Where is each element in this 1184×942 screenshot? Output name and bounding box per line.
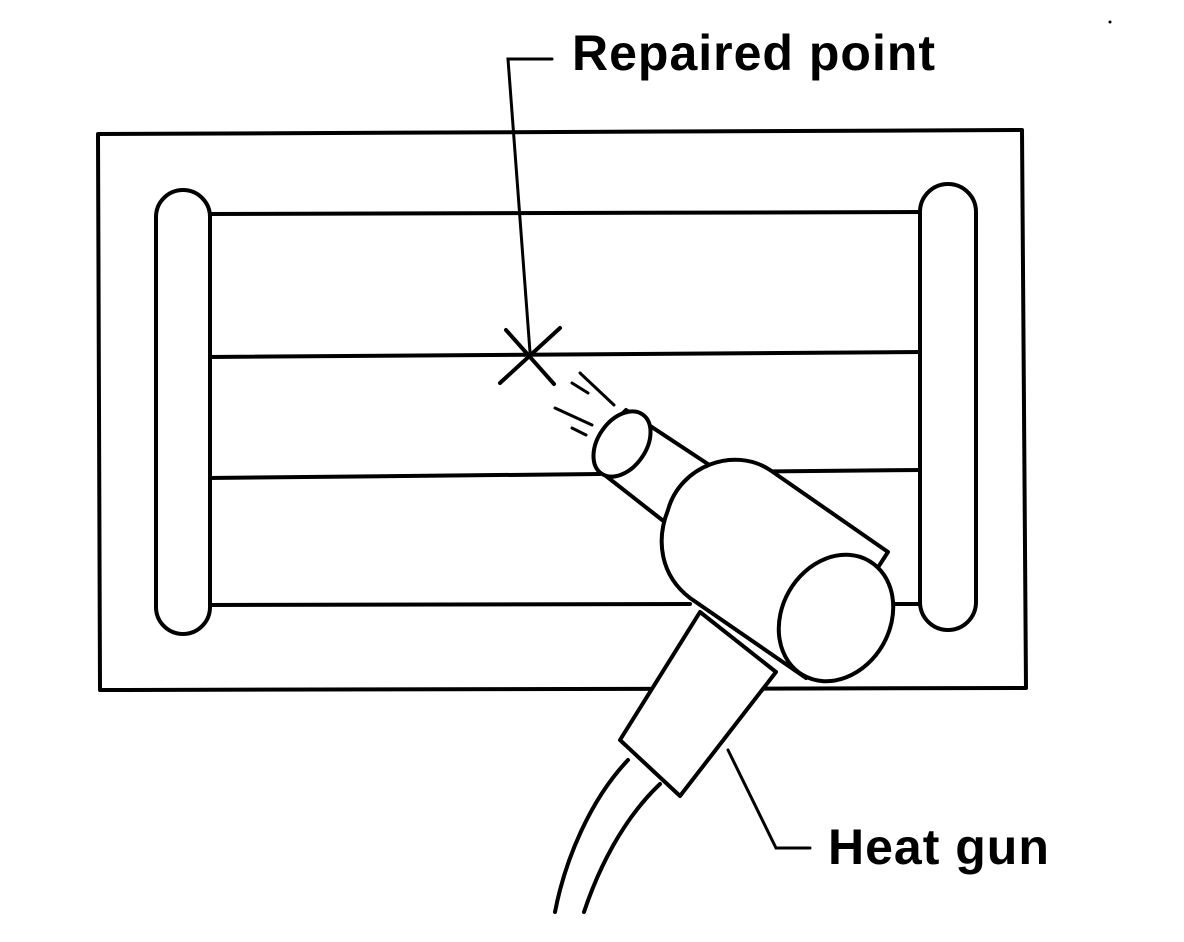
speck (1108, 20, 1112, 24)
glass-panel (96, 128, 1028, 692)
grid-line-1 (206, 210, 924, 216)
heat-gun-label: Heat gun (828, 819, 1050, 875)
grid-line-3 (206, 472, 602, 480)
air-intake (776, 552, 896, 684)
handle (618, 610, 778, 798)
right-bus-bar (918, 182, 978, 632)
heat-gun (553, 408, 896, 914)
power-cord (553, 758, 630, 914)
heat-streaks (553, 371, 616, 437)
repaired-point-leader (506, 57, 554, 354)
repaired-point-mark (498, 326, 562, 386)
repaired-point-label: Repaired point (572, 25, 937, 81)
left-bus-bar (154, 188, 212, 636)
grid-line-2 (206, 350, 924, 359)
grid-line-4 (206, 602, 692, 607)
heat-gun-leader (726, 748, 812, 850)
